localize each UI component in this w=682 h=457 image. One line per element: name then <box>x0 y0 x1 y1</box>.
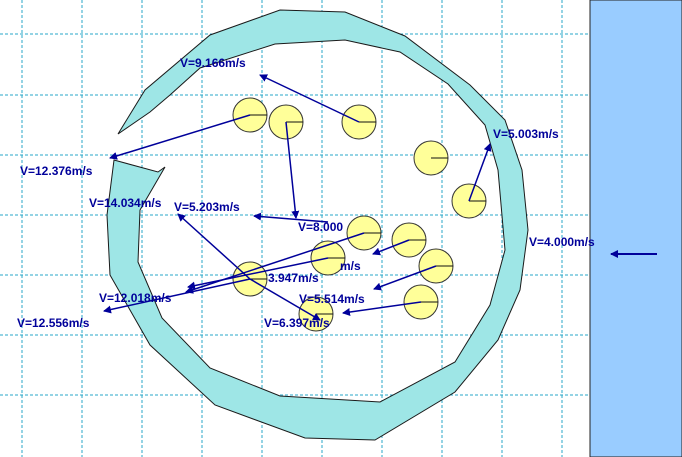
velocity-label: V=5.003m/s <box>493 127 559 141</box>
velocity-label: V=5.203m/s <box>174 200 240 214</box>
velocity-vector <box>249 278 321 321</box>
velocity-vector <box>253 212 329 223</box>
velocity-labels: V=9.166m/s V=12.376m/s V=8.000 V=5.003m/… <box>17 56 559 330</box>
incoming-velocity-label: V=4.000m/s <box>529 235 595 249</box>
velocity-vector <box>109 114 251 160</box>
velocity-vector <box>185 232 365 294</box>
velocity-vector <box>372 239 410 256</box>
grid <box>0 0 590 457</box>
velocity-vector <box>177 213 251 280</box>
velocity-vector <box>373 265 437 291</box>
velocity-label: V=9.166m/s <box>180 56 246 70</box>
velocity-label: m/s <box>340 259 361 273</box>
velocity-label: V=5.514m/s <box>299 292 365 306</box>
velocity-vectors <box>103 74 492 321</box>
velocity-label: V=12.018m/s <box>99 291 172 305</box>
velocity-label: V=6.397m/s <box>264 316 330 330</box>
velocity-vector <box>103 278 251 314</box>
velocity-label: 3.947m/s <box>268 271 319 285</box>
velocity-label: V=12.556m/s <box>17 316 90 330</box>
velocity-vector <box>259 74 360 123</box>
ring-container <box>106 9 529 441</box>
velocity-label: V=14.034m/s <box>89 196 162 210</box>
velocity-vector <box>187 257 329 290</box>
velocity-vector <box>342 301 422 316</box>
velocity-vector <box>285 121 300 219</box>
velocity-label: V=12.376m/s <box>20 164 93 178</box>
boundary-wall <box>589 0 682 457</box>
velocity-vector <box>468 143 492 202</box>
velocity-label: V=8.000 <box>298 220 343 234</box>
